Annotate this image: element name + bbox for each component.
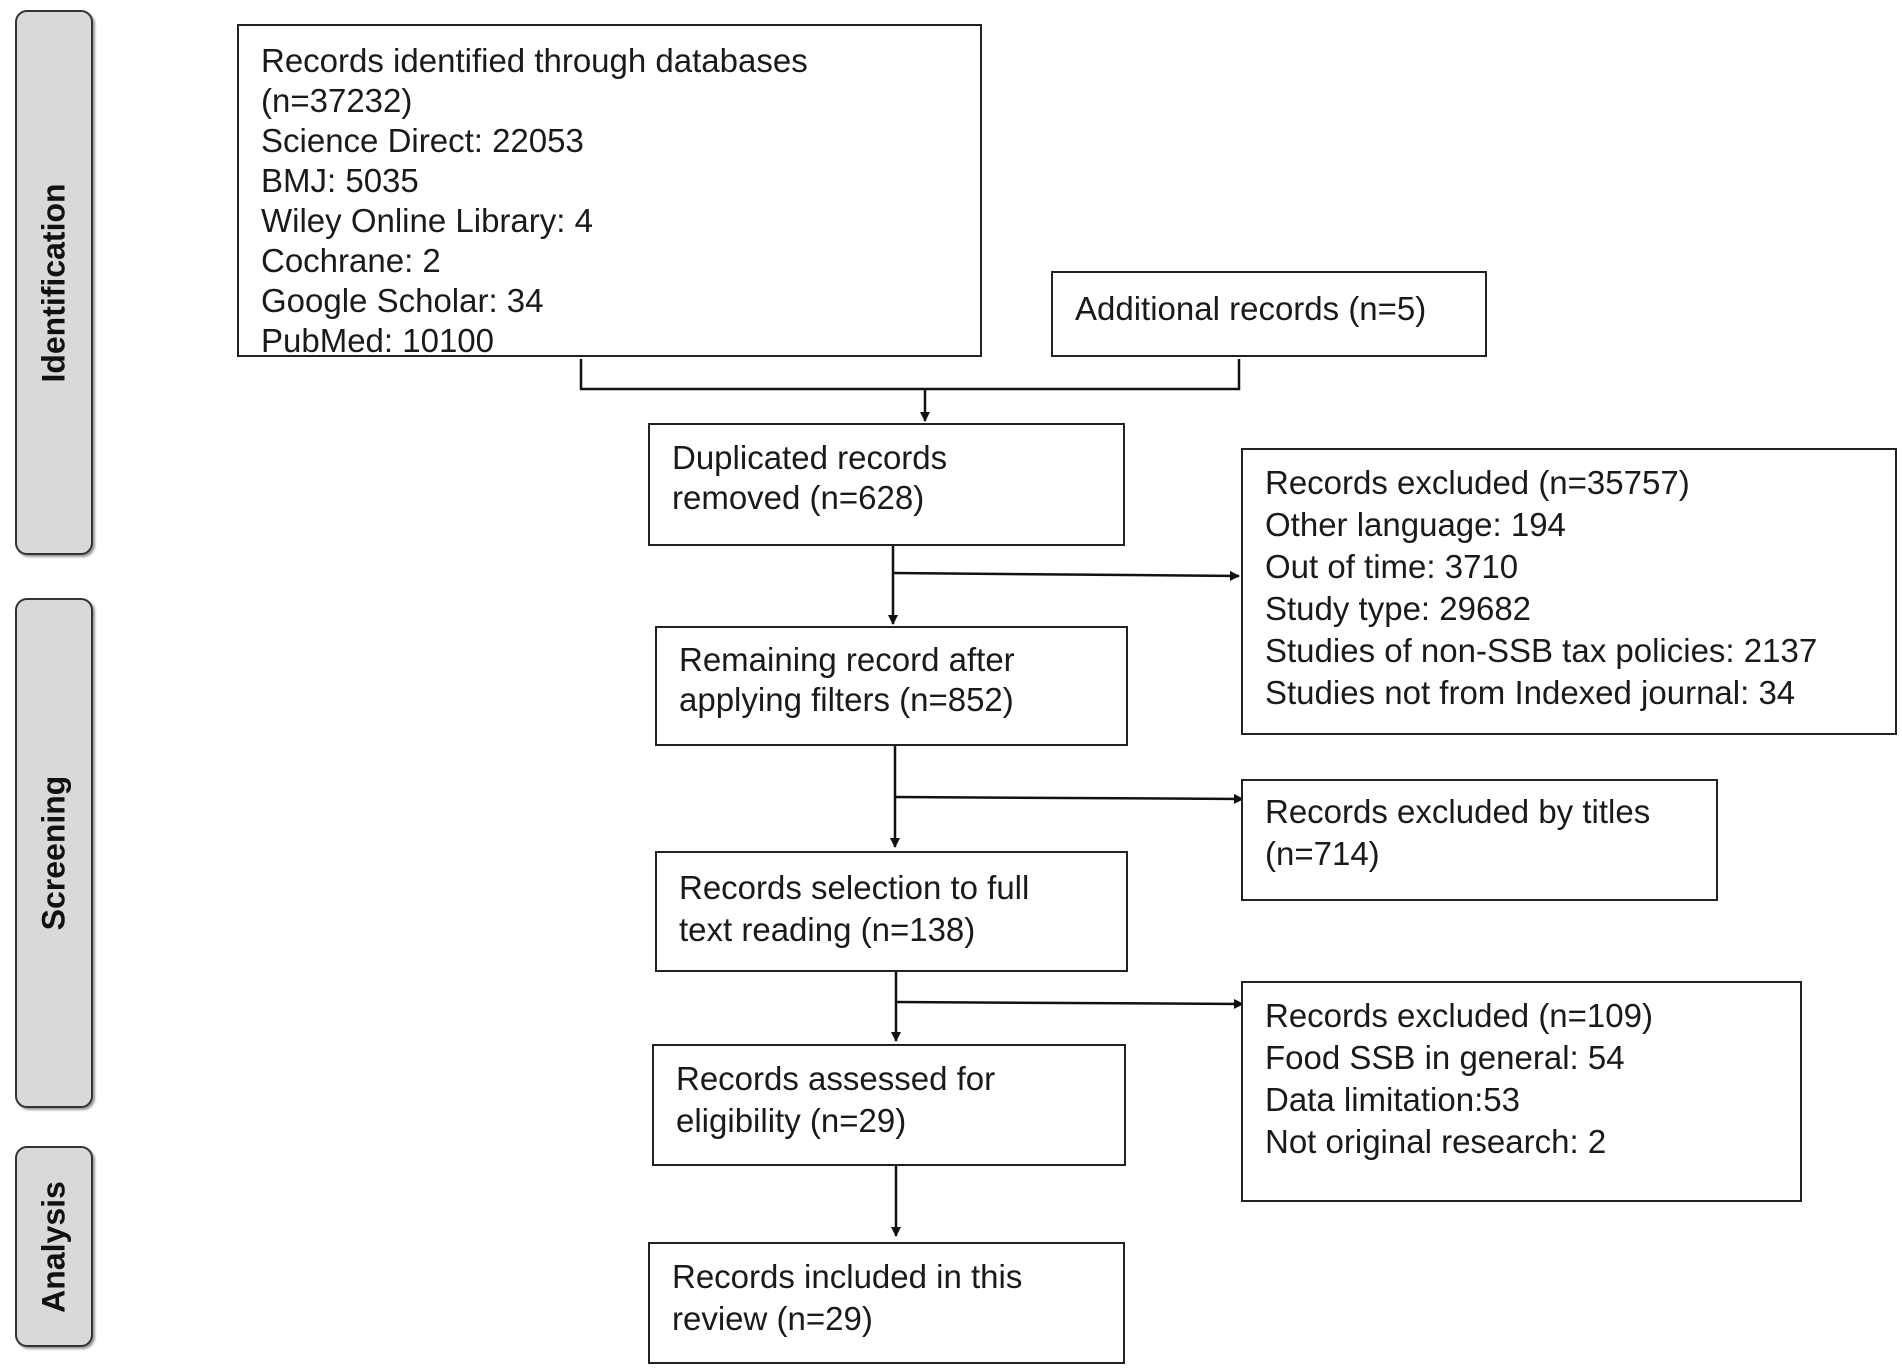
remaining-records-box: Remaining record after applying filters … — [655, 626, 1128, 746]
box-line: text reading (n=138) — [679, 911, 976, 948]
stage-screening: Screening — [15, 598, 93, 1108]
box-line: BMJ: 5035 — [261, 162, 419, 199]
box-line: (n=714) — [1265, 835, 1380, 872]
box-line: Records selection to full — [679, 869, 1030, 906]
box-line: Duplicated records — [672, 439, 948, 476]
box-line: Not original research: 2 — [1265, 1123, 1607, 1160]
box-line: Records assessed for — [676, 1060, 996, 1097]
box-line: Wiley Online Library: 4 — [261, 202, 593, 239]
stage-label: Analysis — [35, 1180, 72, 1313]
records-excluded-filters-box: Records excluded (n=35757) Other languag… — [1241, 448, 1897, 735]
fulltext-selection-box: Records selection to full text reading (… — [655, 851, 1128, 972]
excluded-fulltext-box: Records excluded (n=109) Food SSB in gen… — [1241, 981, 1802, 1202]
excluded-titles-box: Records excluded by titles (n=714) — [1241, 779, 1718, 901]
box-line: Cochrane: 2 — [261, 242, 441, 279]
box-line: Records excluded (n=35757) — [1265, 464, 1690, 501]
box-line: PubMed: 10100 — [261, 322, 495, 359]
box-line: removed (n=628) — [672, 479, 925, 516]
box-line: Studies of non-SSB tax policies: 2137 — [1265, 632, 1818, 669]
stage-analysis: Analysis — [15, 1146, 93, 1347]
arrow-to-excluded-filters — [892, 570, 1240, 581]
additional-records-box: Additional records (n=5) — [1051, 271, 1487, 357]
box-line: applying filters (n=852) — [679, 681, 1014, 718]
box-line: review (n=29) — [672, 1300, 873, 1337]
stage-identification: Identification — [15, 10, 93, 555]
box-line: Science Direct: 22053 — [261, 122, 584, 159]
box-line: Google Scholar: 34 — [261, 282, 544, 319]
box-line: Records identified through databases — [261, 42, 808, 79]
stage-label: Identification — [35, 182, 72, 383]
records-identified-box: Records identified through databases (n=… — [237, 24, 982, 359]
box-line: Food SSB in general: 54 — [1265, 1039, 1625, 1076]
box-line: Other language: 194 — [1265, 506, 1566, 543]
included-box: Records included in this review (n=29) — [648, 1242, 1125, 1364]
box-line: Out of time: 3710 — [1265, 548, 1519, 585]
box-line: eligibility (n=29) — [676, 1102, 907, 1139]
box-line: Additional records (n=5) — [1075, 290, 1427, 327]
arrow-to-excluded-titles — [894, 793, 1244, 804]
box-line: Data limitation:53 — [1265, 1081, 1520, 1118]
box-line: Study type: 29682 — [1265, 590, 1532, 627]
merge-connector — [579, 359, 1241, 391]
box-line: Studies not from Indexed journal: 34 — [1265, 674, 1796, 711]
stage-label: Screening — [35, 775, 72, 931]
box-line: (n=37232) — [261, 82, 413, 119]
eligibility-box: Records assessed for eligibility (n=29) — [652, 1044, 1126, 1166]
duplicates-removed-box: Duplicated records removed (n=628) — [648, 423, 1125, 546]
box-line: Records included in this — [672, 1258, 1023, 1295]
box-line: Records excluded (n=109) — [1265, 997, 1653, 1034]
box-line: Records excluded by titles — [1265, 793, 1651, 830]
box-line: Remaining record after — [679, 641, 1015, 678]
arrow-to-excluded-fulltext — [895, 998, 1244, 1009]
